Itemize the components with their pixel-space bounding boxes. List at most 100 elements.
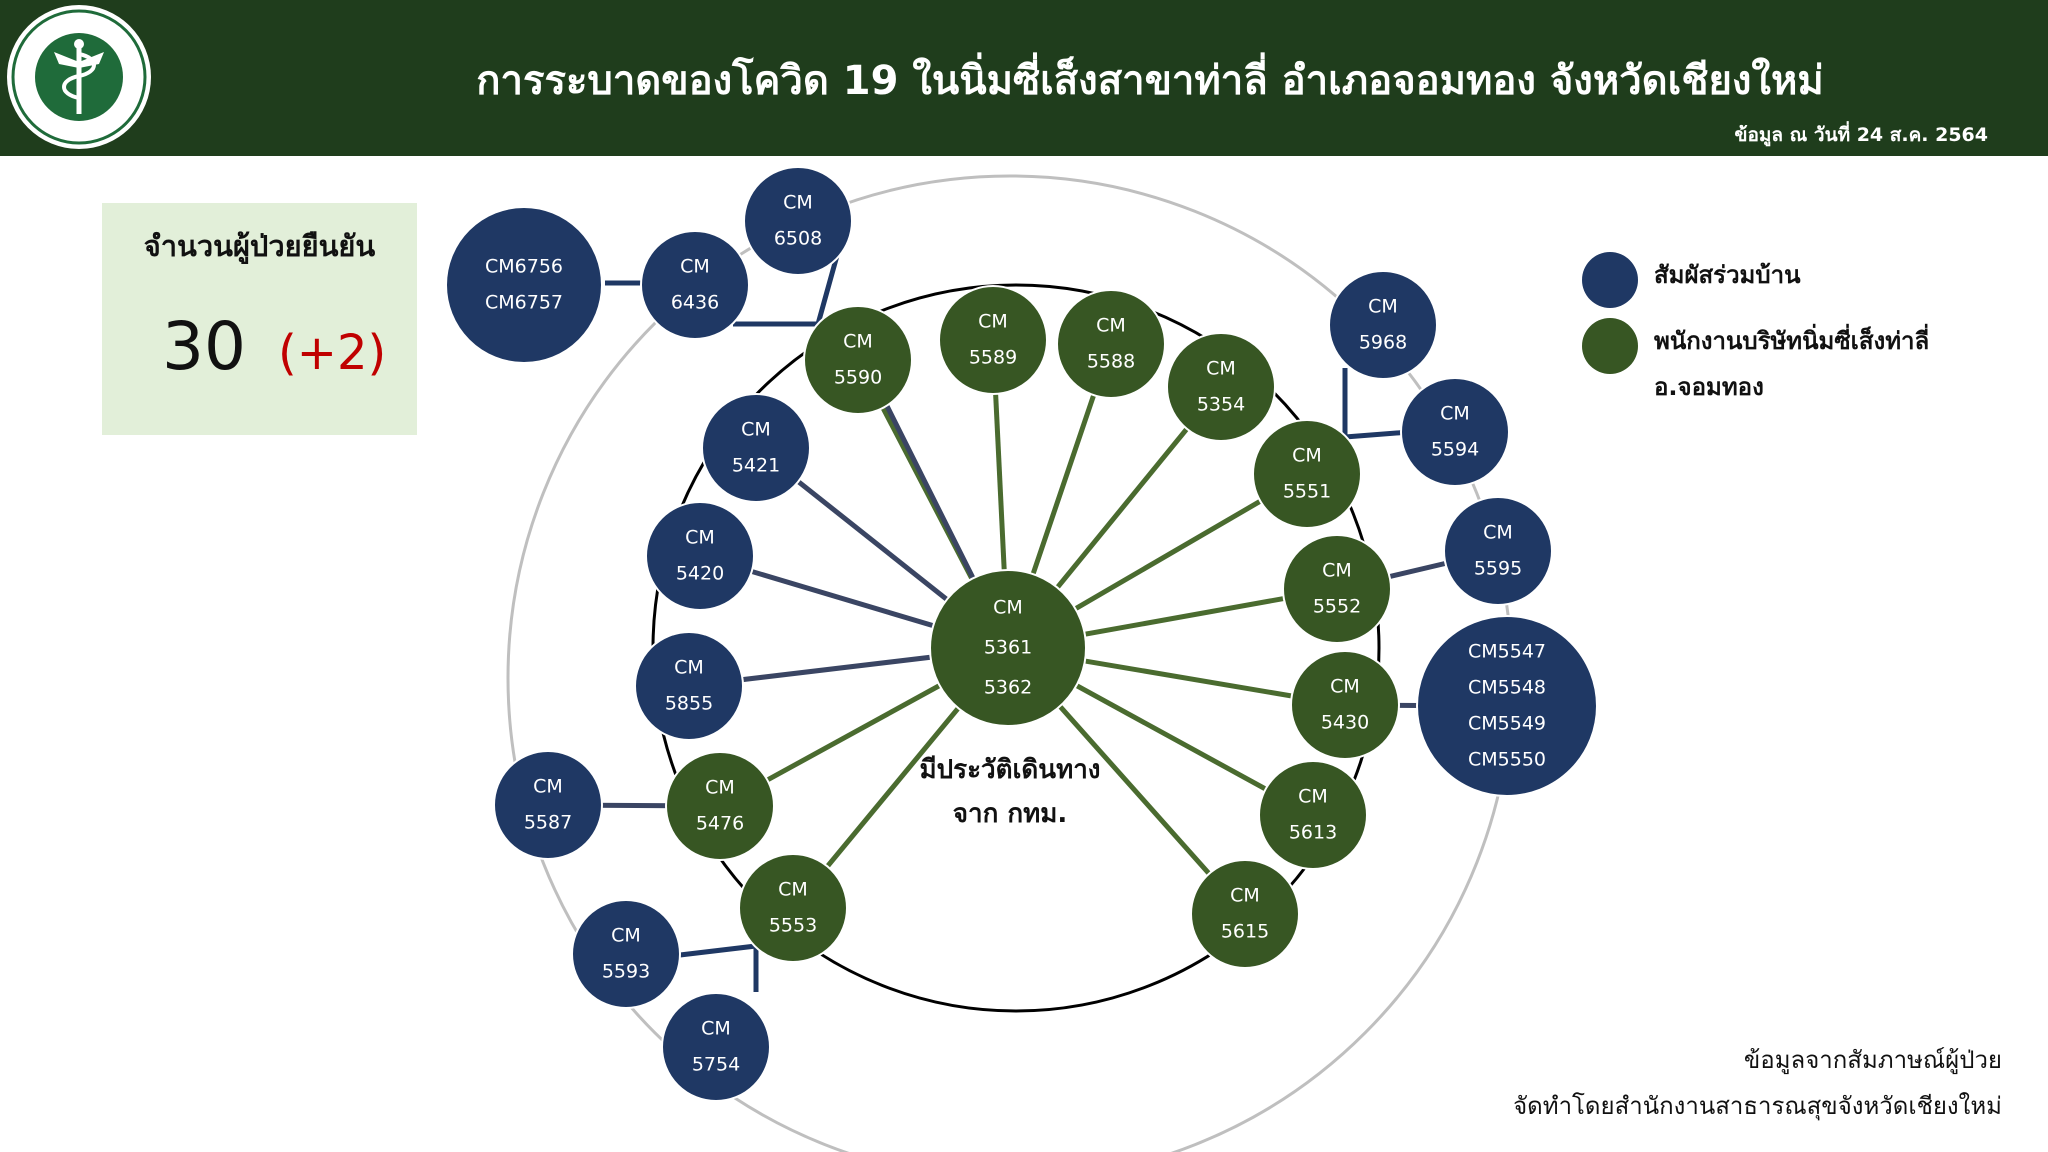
case-label: CM [978,311,1008,333]
case-node-n5590: CM 5590 [803,305,913,415]
case-label: 5421 [732,455,780,477]
header-bar: การระบาดของโควิด 19 ในนิ่มซี่เส็งสาขาท่า… [0,0,2048,156]
case-label: 5615 [1221,921,1269,943]
case-label: CM5548 [1468,677,1546,699]
case-label: CM [1330,676,1360,698]
case-label: 5593 [602,961,650,983]
case-node-n5594: CM 5594 [1400,377,1510,487]
case-node-n5615: CM 5615 [1190,859,1300,969]
case-label: CM [705,777,735,799]
case-label: CM5547 [1468,641,1546,663]
case-node-n5420: CM 5420 [645,501,755,611]
case-node-n5552: CM 5552 [1282,534,1392,644]
case-label: 5553 [769,915,817,937]
case-node-n5595: CM 5595 [1443,496,1553,606]
confirmed-cases-delta: (+2) [278,325,387,381]
case-label: CM [611,925,641,947]
case-node-n5589: CM 5589 [938,285,1048,395]
case-label: CM [1292,445,1322,467]
case-label: CM6756 [485,256,563,278]
link-5551-5594 [1344,429,1411,440]
case-label: CM6757 [485,292,563,314]
case-label: CM5550 [1468,749,1546,771]
case-label: 5551 [1283,481,1331,503]
case-label: CM [778,879,808,901]
case-label: 5968 [1359,332,1407,354]
case-label: CM [533,776,563,798]
case-label: 5587 [524,812,572,834]
case-label: 5754 [692,1054,740,1076]
case-node-n5354: CM 5354 [1166,332,1276,442]
case-node-n5476: CM 5476 [665,751,775,861]
case-label: CM [1230,885,1260,907]
case-label: CM [1440,403,1470,425]
case-node-n6508: CM 6508 [743,166,853,276]
legend-household: สัมผัสร่วมบ้าน [1582,252,1984,308]
case-label: CM [1368,296,1398,318]
case-label: 6508 [774,228,822,250]
confirmed-cases-value: 30 [162,308,246,385]
case-node-n5588: CM 5588 [1056,289,1166,399]
case-node-n6436: CM 6436 [640,230,750,340]
ministry-of-public-health-logo [7,5,151,149]
case-label: 5589 [969,347,1017,369]
case-label: CM [680,256,710,278]
case-label: 5590 [834,367,882,389]
case-label: 5594 [1431,439,1479,461]
legend-household-dot [1582,252,1638,308]
case-label: 5552 [1313,596,1361,618]
case-label: 5354 [1197,394,1245,416]
center-note: มีประวัติเดินทาง จาก กทม. [880,748,1140,836]
case-node-n5613: CM 5613 [1258,760,1368,870]
legend-employee: พนักงานบริษัทนิ่มซี่เส็งท่าลี่ อ.จอมทอง [1582,318,1974,410]
case-label: CM [783,192,813,214]
case-node-n5754: CM 5754 [661,992,771,1102]
case-label: 5855 [665,693,713,715]
case-label: CM [1298,786,1328,808]
link-5553-5593 [679,943,759,992]
case-label: CM [685,527,715,549]
legend-employee-dot [1582,318,1638,374]
case-label: 5420 [676,563,724,585]
case-label: 5362 [984,677,1032,699]
case-label: CM [1483,522,1513,544]
case-label: 5476 [696,813,744,835]
case-label: CM [843,331,873,353]
case-node-n5587: CM 5587 [493,750,603,860]
case-label: 5595 [1474,558,1522,580]
case-node-n5421: CM 5421 [701,393,811,503]
case-label: 5361 [984,637,1032,659]
case-node-c: CM 5361 5362 [929,569,1087,727]
case-node-n5551: CM 5551 [1252,419,1362,529]
footnote-author: จัดทำโดยสำนักงานสาธารณสุขจังหวัดเชียงใหม… [1513,1092,2002,1120]
case-node-n5553: CM 5553 [738,853,848,963]
case-label: CM [993,597,1023,619]
case-label: CM [701,1018,731,1040]
case-label: CM [674,657,704,679]
case-node-n5593: CM 5593 [571,899,681,1009]
confirmed-cases-box: จำนวนผู้ป่วยยืนยัน 30 (+2) [102,203,417,435]
case-node-n5968: CM 5968 [1328,270,1438,380]
case-node-n5855: CM 5855 [634,631,744,741]
page-title: การระบาดของโควิด 19 ในนิ่มซี่เส็งสาขาท่า… [476,58,1824,104]
case-label: CM [1096,315,1126,337]
center-note-line-2: จาก กทม. [952,799,1068,829]
legend-employee-label: พนักงานบริษัทนิ่มซี่เส็งท่าลี่ อ.จอมทอง [1654,327,1930,401]
case-node-n5430: CM 5430 [1290,650,1400,760]
confirmed-cases-label: จำนวนผู้ป่วยยืนยัน [143,229,376,263]
data-date: ข้อมูล ณ วันที่ 24 ส.ค. 2564 [1734,124,1988,146]
case-label: CM5549 [1468,713,1546,735]
case-label: 5613 [1289,822,1337,844]
case-label: 5588 [1087,351,1135,373]
case-label: 6436 [671,292,719,314]
footnote-source: ข้อมูลจากสัมภาษณ์ผู้ป่วย [1743,1046,2002,1074]
legend-household-label: สัมผัสร่วมบ้าน [1654,261,1801,289]
case-label: CM [741,419,771,441]
center-note-line-1: มีประวัติเดินทาง [919,755,1101,785]
case-label: CM [1206,358,1236,380]
case-label: CM [1322,560,1352,582]
case-label: 5430 [1321,712,1369,734]
